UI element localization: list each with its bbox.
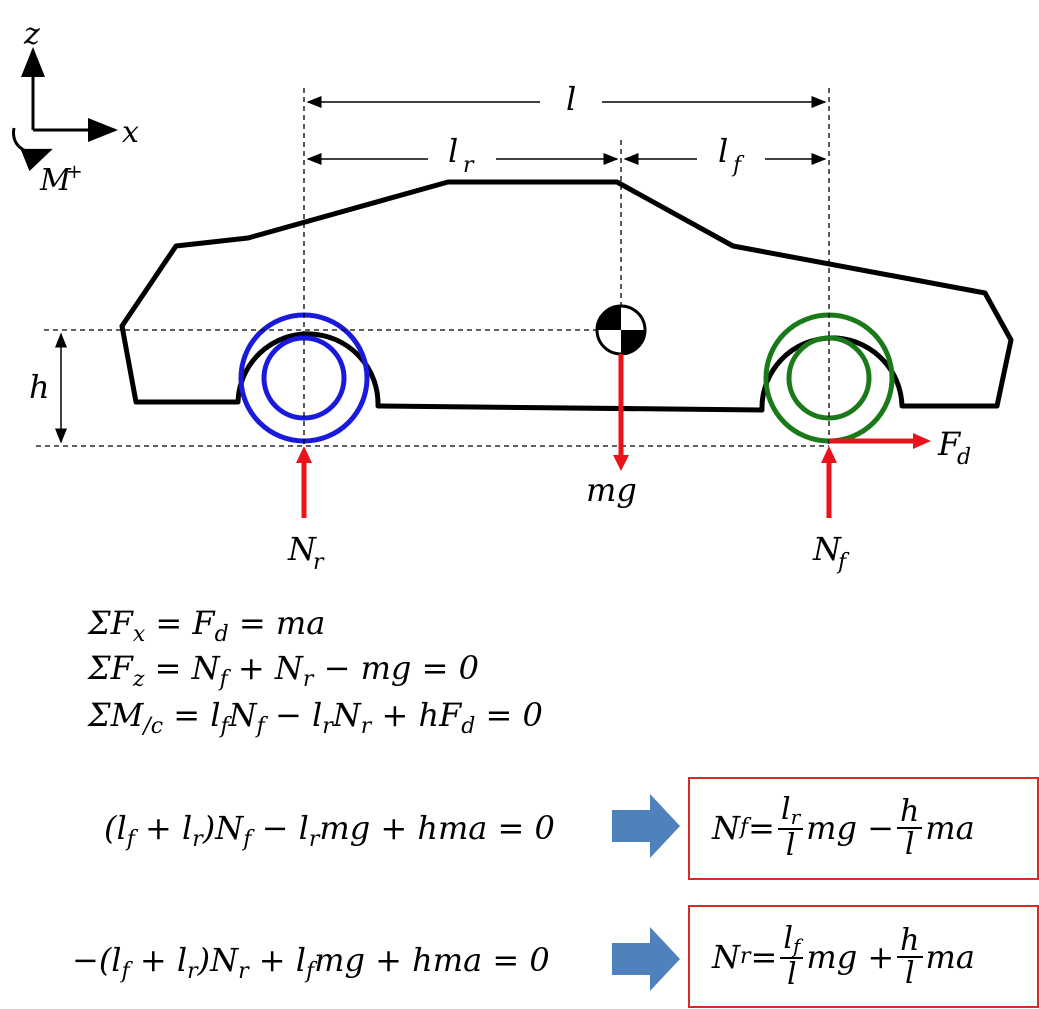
equation-derived-rear: −(lf + lr)Nr + lfmg + hma = 0 (72, 941, 550, 984)
force-nr: N r (287, 446, 325, 575)
x-axis-label: x (122, 115, 139, 150)
dimension-h: h (29, 332, 67, 444)
coordinate-axes: z x M + (12, 17, 139, 198)
equation-sum-m: ΣM/c = lfNf − lrNr + hFd = 0 (88, 696, 543, 739)
force-nf: N f (812, 446, 850, 575)
dimension-l: l (306, 80, 827, 118)
nr-sub: r (313, 550, 325, 575)
lf-sub: f (731, 153, 745, 178)
car-body (119, 179, 1014, 413)
result-box-rear (688, 905, 1039, 1008)
moment-label: M (39, 163, 72, 198)
center-of-gravity-icon (595, 304, 647, 356)
implies-arrow-1 (612, 794, 680, 858)
result-box-front (688, 777, 1039, 880)
fd-sub: d (957, 445, 971, 470)
force-mg: mg (586, 354, 637, 509)
lr-sub: r (463, 153, 475, 178)
nf-label: N (812, 530, 842, 568)
mg-label: mg (586, 471, 637, 509)
nr-label: N (287, 530, 317, 568)
force-fd: F d (829, 425, 971, 470)
z-axis-label: z (23, 17, 40, 52)
fd-label: F (937, 425, 962, 463)
implies-arrow-2 (612, 927, 680, 991)
equation-sum-fz: ΣFz = Nf + Nr − mg = 0 (88, 649, 479, 692)
lf-label: l (718, 132, 728, 170)
l-label: l (566, 80, 576, 118)
lr-label: l (448, 132, 458, 170)
equation-sum-fx: ΣFx = Fd = ma (88, 604, 326, 647)
dimension-lr: l r (306, 132, 619, 178)
reference-lines (36, 88, 830, 448)
dimension-lf: l f (623, 132, 827, 178)
nf-sub: f (836, 550, 850, 575)
moment-sign: + (66, 159, 83, 183)
h-label: h (29, 368, 50, 406)
equation-derived-front: (lf + lr)Nf − lrmg + hma = 0 (104, 809, 555, 852)
